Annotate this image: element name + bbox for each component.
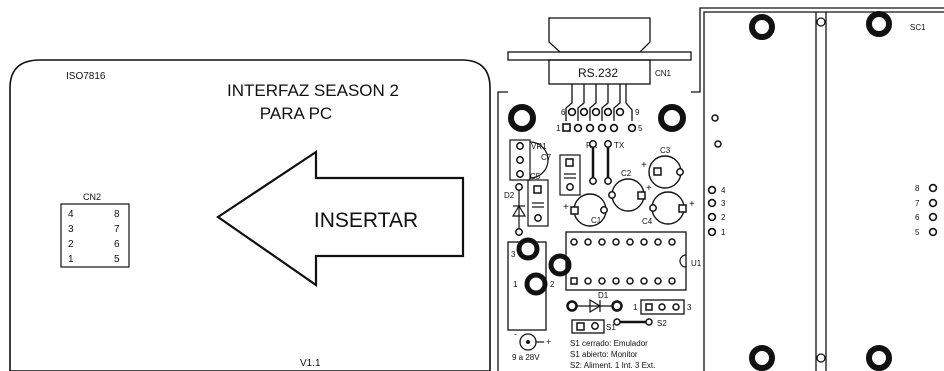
socket-pin-label: 4 bbox=[721, 186, 726, 195]
rs232-connector: RS.232 CN1 6 9 1 5 bbox=[507, 17, 692, 133]
socket-left-pins: 4 3 2 1 bbox=[707, 185, 726, 237]
via-pad bbox=[714, 140, 722, 148]
mounting-hole bbox=[508, 104, 536, 132]
pcb-edge bbox=[691, 7, 944, 93]
c4-capacitor: C4 + bbox=[642, 191, 695, 226]
c3-label: C3 bbox=[660, 146, 671, 155]
switch-note: S1 cerrado: Emulador bbox=[570, 339, 648, 348]
power-range-label: 9 a 28V bbox=[512, 353, 540, 362]
u1-label: U1 bbox=[691, 259, 702, 268]
tx-label: TX bbox=[614, 141, 625, 150]
s2-pin-label: 3 bbox=[687, 303, 692, 312]
s2-label: S2 bbox=[657, 319, 667, 328]
c7-label: C7 bbox=[541, 153, 552, 162]
sc1-label: SC1 bbox=[910, 23, 926, 32]
c1-capacitor: C1 + bbox=[563, 193, 608, 227]
c5-capacitor: C5 bbox=[527, 172, 549, 227]
mounting-hole bbox=[866, 345, 892, 371]
card-version-label: V1.1 bbox=[300, 358, 321, 369]
rs232-flange bbox=[507, 51, 692, 61]
c5-label: C5 bbox=[530, 172, 541, 181]
mounting-hole bbox=[749, 345, 775, 371]
cn2-pin: 7 bbox=[114, 224, 120, 235]
socket-pin-label: 8 bbox=[915, 184, 920, 193]
mounting-hole bbox=[749, 14, 775, 40]
rs232-label-box bbox=[548, 59, 651, 85]
c3-capacitor: C3 + bbox=[641, 146, 684, 189]
card-title-line1: INTERFAZ SEASON 2 bbox=[227, 81, 399, 100]
rs232-pin-label: 1 bbox=[556, 124, 561, 133]
switch-note: S2: Aliment. 1 Int. 3 Ext. bbox=[570, 361, 655, 370]
cn2-label: CN2 bbox=[83, 192, 101, 202]
voltage-regulator: 3 1 2 bbox=[507, 237, 572, 331]
d2-diode: D2 bbox=[504, 183, 527, 236]
c2-label: C2 bbox=[621, 169, 632, 178]
vr1-trimmer: VR1 bbox=[509, 139, 549, 181]
power-plus-label: + bbox=[546, 337, 551, 347]
card-title-line2: PARA PC bbox=[260, 104, 332, 123]
s1-label: S1 bbox=[606, 323, 616, 332]
cn2-pin: 1 bbox=[68, 254, 74, 265]
card-standard-label: ISO7816 bbox=[66, 71, 106, 82]
cn2-outline bbox=[60, 203, 130, 268]
cn2-pin: 4 bbox=[68, 209, 74, 220]
switch-note: S1 abierto: Monitor bbox=[570, 350, 638, 359]
c7-capacitor: C7 bbox=[541, 153, 581, 196]
rs232-pin-label: 9 bbox=[635, 108, 640, 117]
reg-pin-label: 2 bbox=[550, 280, 555, 289]
socket-pin-label: 7 bbox=[915, 199, 920, 208]
via-pad bbox=[711, 114, 719, 122]
cn1-label: CN1 bbox=[655, 69, 672, 78]
s2-header: 1 3 S2 bbox=[613, 299, 692, 328]
s2-pin-label: 1 bbox=[633, 303, 638, 312]
rs232-pin-label: 6 bbox=[561, 108, 566, 117]
rs232-label: RS.232 bbox=[578, 66, 618, 80]
c2-capacitor: C2 + bbox=[608, 169, 652, 212]
rx-tx-jumpers: RX TX bbox=[586, 140, 625, 185]
insert-arrow-icon bbox=[216, 149, 465, 288]
cn2-pin: 3 bbox=[68, 224, 74, 235]
u1-ic: U1 bbox=[565, 231, 702, 291]
power-minus-label: - bbox=[514, 329, 517, 339]
rs232-body bbox=[548, 17, 651, 53]
d1-label: D1 bbox=[598, 291, 609, 300]
vr1-label: VR1 bbox=[531, 142, 547, 151]
socket-pin-label: 1 bbox=[721, 228, 726, 237]
smart-card-outline bbox=[9, 59, 491, 371]
s1-switch: S1 bbox=[571, 319, 616, 334]
socket-right-pins: 8 7 6 5 bbox=[915, 183, 938, 237]
mounting-hole bbox=[658, 104, 686, 132]
pcb-edge bbox=[497, 91, 508, 371]
sc1-socket: SC1 bbox=[749, 11, 926, 371]
cn2-pin: 2 bbox=[68, 239, 74, 250]
socket-pin-label: 3 bbox=[721, 199, 726, 208]
c4-label: C4 bbox=[642, 217, 653, 226]
polarity-mark: + bbox=[689, 199, 695, 210]
reg-pin-label: 3 bbox=[511, 250, 516, 259]
cn2-contact-pad: CN2 4 8 3 7 2 6 1 5 bbox=[60, 192, 130, 268]
socket-pin-label: 5 bbox=[915, 228, 920, 237]
d1-diode: D1 bbox=[566, 291, 623, 314]
socket-pin-label: 6 bbox=[915, 213, 920, 222]
reg-pin-label: 1 bbox=[513, 280, 518, 289]
power-jack: + - 9 a 28V bbox=[512, 329, 551, 362]
cn2-pin: 6 bbox=[114, 239, 120, 250]
arrow-label: INSERTAR bbox=[314, 209, 418, 232]
mounting-hole bbox=[866, 11, 892, 37]
polarity-mark: + bbox=[641, 160, 647, 171]
polarity-mark: + bbox=[563, 202, 569, 213]
d2-label: D2 bbox=[504, 191, 515, 200]
pcb-edge bbox=[703, 11, 944, 371]
polarity-mark: + bbox=[646, 183, 652, 194]
cn2-pin: 5 bbox=[114, 254, 120, 265]
rs232-pin-label: 5 bbox=[638, 124, 643, 133]
c1-label: C1 bbox=[591, 216, 602, 225]
cn2-pin: 8 bbox=[114, 209, 120, 220]
socket-pin-label: 2 bbox=[721, 213, 726, 222]
